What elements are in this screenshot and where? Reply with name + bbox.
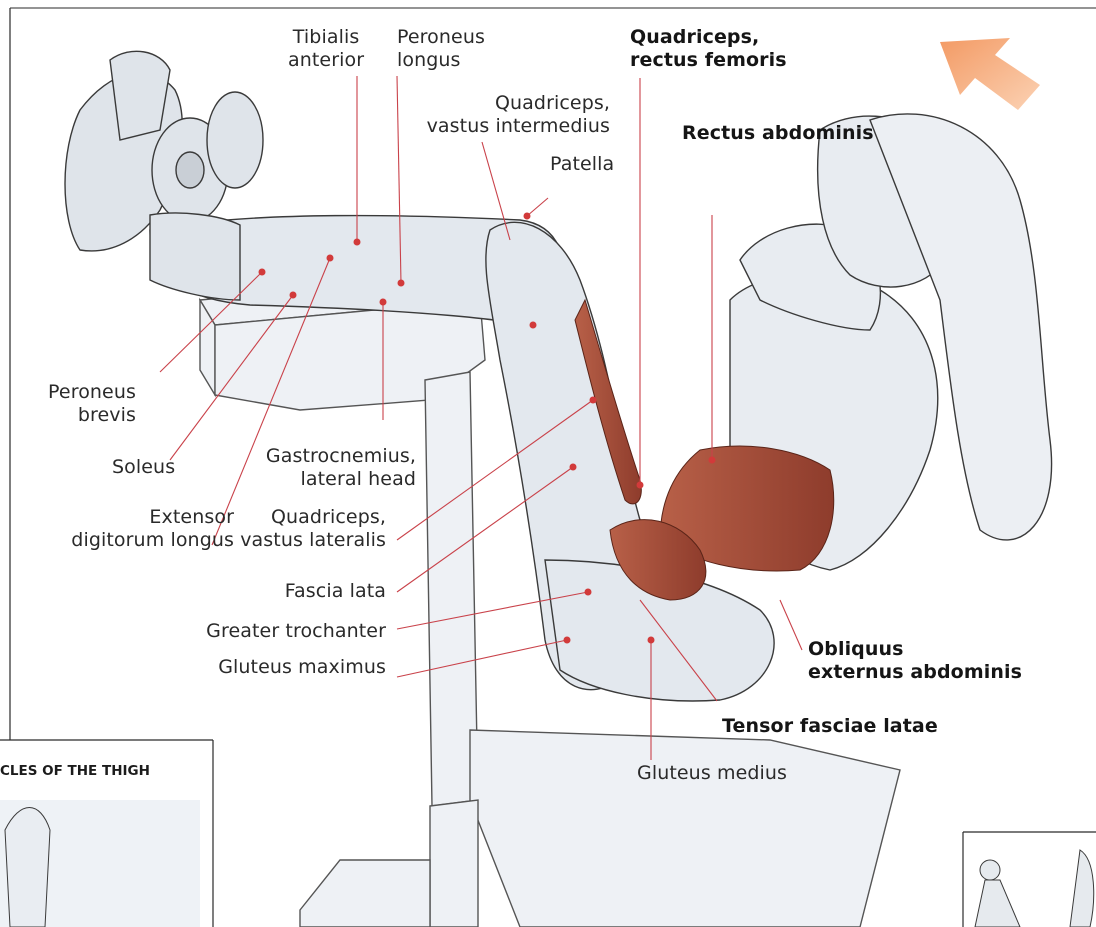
label-greater-trochanter: Greater trochanter bbox=[206, 620, 386, 643]
inset-figure-thumbnail bbox=[975, 850, 1094, 927]
label-gastrocnemius-lateral-head: Gastrocnemius, lateral head bbox=[266, 445, 416, 491]
label-quadriceps-rectus-femoris: Quadriceps, rectus femoris bbox=[630, 26, 787, 72]
feet-dumbbell bbox=[65, 51, 263, 300]
inset-thigh-thumbnail bbox=[0, 800, 200, 927]
label-extensor-digitorum-longus: Extensor digitorum longus bbox=[71, 506, 234, 552]
label-patella: Patella bbox=[550, 153, 614, 176]
label-gluteus-maximus: Gluteus maximus bbox=[218, 656, 386, 679]
leader-obliquus bbox=[780, 600, 802, 650]
label-soleus: Soleus bbox=[112, 456, 175, 479]
label-quadriceps-vastus-intermedius: Quadriceps, vastus intermedius bbox=[427, 92, 610, 138]
leader-patella bbox=[527, 198, 548, 216]
label-obliquus-externus-abdominis: Obliquus externus abdominis bbox=[808, 638, 1022, 684]
label-quadriceps-vastus-lateralis: Quadriceps, vastus lateralis bbox=[240, 506, 386, 552]
label-tensor-fasciae-latae: Tensor fasciae latae bbox=[722, 715, 938, 738]
label-fascia-lata: Fascia lata bbox=[285, 580, 386, 603]
label-peroneus-longus: Peroneus longus bbox=[397, 26, 485, 72]
arrow-icon bbox=[940, 38, 1040, 110]
label-tibialis-anterior: Tibialis anterior bbox=[288, 26, 364, 72]
leader-gluteus-maximus bbox=[397, 640, 567, 677]
label-peroneus-brevis: Peroneus brevis bbox=[48, 381, 136, 427]
inset-title: CLES OF THE THIGH bbox=[0, 763, 150, 779]
label-gluteus-medius: Gluteus medius bbox=[637, 762, 787, 785]
label-rectus-abdominis: Rectus abdominis bbox=[682, 122, 874, 145]
